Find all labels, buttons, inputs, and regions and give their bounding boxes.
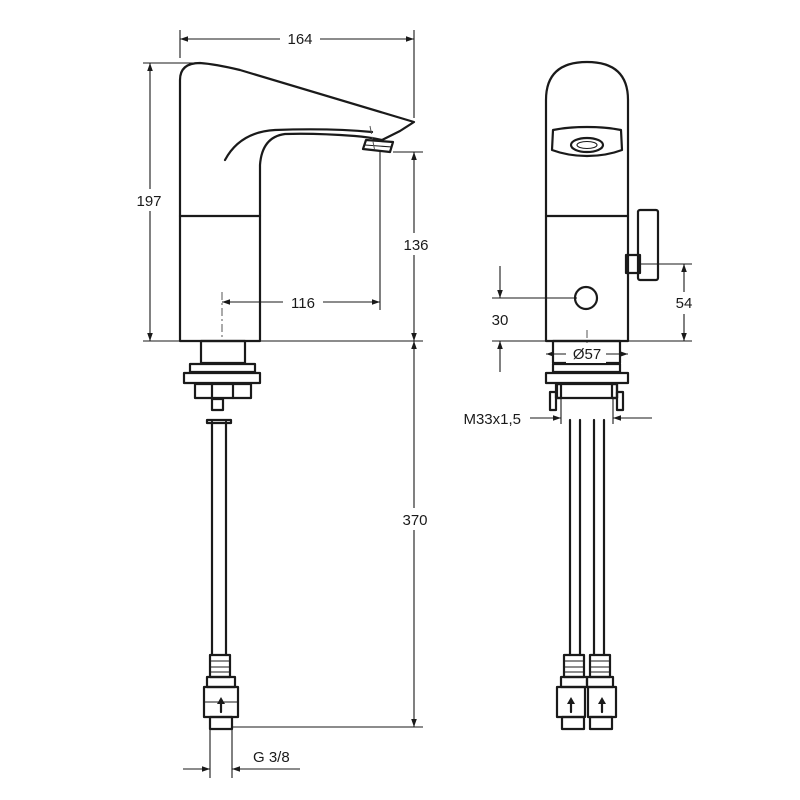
width-dimension-label: 164 [287, 31, 312, 48]
side-washer [182, 362, 262, 385]
lever-height-dimension-label: 54 [676, 295, 693, 312]
arrow-up-icon [217, 697, 225, 714]
spout-reach-dimension-label: 116 [291, 295, 315, 312]
thread-dimension-label: G 3/8 [253, 749, 290, 766]
front-hose-fitting-b [585, 653, 618, 731]
sensor-height-dimension-label: 30 [492, 312, 509, 329]
side-stud [210, 397, 225, 412]
mounting-thread-dimension-label: M33x1,5 [463, 411, 521, 428]
front-sensor-window [573, 285, 599, 311]
side-hose-fitting [202, 653, 240, 731]
front-faucet-body [544, 60, 630, 343]
arrow-up-icon [598, 697, 606, 714]
side-base-flange [199, 339, 247, 365]
front-washer [544, 362, 630, 385]
front-hose-fitting-a [555, 653, 589, 731]
hose-length-dimension-label: 370 [402, 512, 427, 529]
front-view: 30 54 Ø57 M33x1,5 [463, 60, 701, 731]
spout-height-dimension-label: 136 [403, 237, 428, 254]
arrow-up-icon [567, 697, 575, 714]
front-lever [624, 208, 660, 282]
side-aerator [361, 138, 395, 154]
side-spout-curve [223, 128, 374, 162]
side-view: 164 197 136 116 370 G 3/8 [132, 28, 434, 778]
height-dimension-label: 197 [136, 193, 161, 210]
base-diameter-dimension-label: Ø57 [573, 346, 601, 363]
side-faucet-body [178, 61, 416, 343]
side-nut [193, 382, 253, 400]
front-nut [555, 382, 619, 400]
front-spout-outlet [550, 125, 624, 158]
